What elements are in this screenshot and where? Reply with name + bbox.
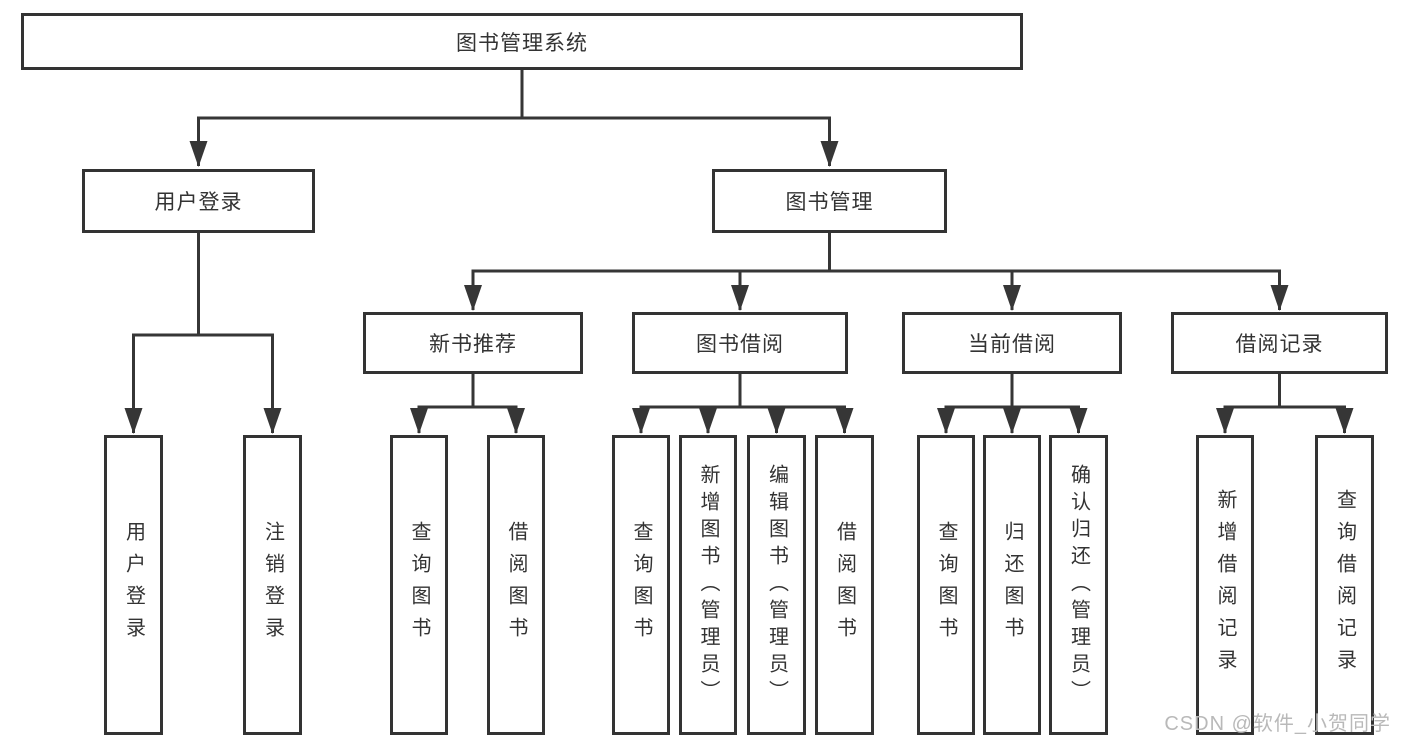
node-user-login-branch: 用户登录 (82, 169, 315, 233)
node-label: 注销登录 (261, 521, 284, 649)
connector (937, 374, 1014, 434)
node-borrow-records: 借阅记录 (1171, 312, 1388, 374)
node-label: 图书借阅 (696, 333, 784, 356)
node-label: 查询图书 (630, 521, 652, 649)
node-label: 借阅图书 (505, 521, 527, 649)
node-label: 查询图书 (408, 521, 430, 649)
node-label: 借阅记录 (1235, 333, 1324, 356)
node-label: 确认归还（管理员） (1067, 463, 1090, 707)
connector (738, 374, 786, 434)
leaf-add-books-admin: 新增图书（管理员） (679, 435, 737, 735)
connector (731, 233, 831, 311)
connector (632, 374, 742, 434)
node-book-borrow: 图书借阅 (632, 312, 848, 374)
leaf-query-books-1: 查询图书 (390, 435, 448, 735)
node-label: 借阅图书 (833, 521, 856, 649)
node-label: 图书管理系统 (456, 31, 588, 55)
node-book-management: 图书管理 (712, 169, 947, 233)
leaf-user-login: 用户登录 (104, 435, 163, 735)
node-label: 归还图书 (1001, 521, 1023, 649)
connector (197, 233, 282, 434)
node-label: 编辑图书（管理员） (765, 463, 788, 707)
node-label: 新增借阅记录 (1214, 489, 1236, 681)
leaf-edit-books-admin: 编辑图书（管理员） (747, 435, 806, 735)
connector (1278, 374, 1354, 434)
node-root: 图书管理系统 (21, 13, 1023, 70)
node-label: 用户登录 (122, 521, 145, 649)
csdn-watermark: CSDN @软件_小贺同学 (1164, 713, 1391, 735)
leaf-return-books: 归还图书 (983, 435, 1041, 735)
connector (189, 70, 524, 167)
leaf-borrow-books-2: 借阅图书 (815, 435, 874, 735)
leaf-query-books-3: 查询图书 (917, 435, 975, 735)
connector (471, 374, 525, 434)
node-label: 查询借阅记录 (1333, 489, 1356, 681)
node-new-book-recommend: 新书推荐 (363, 312, 583, 374)
leaf-confirm-return-admin: 确认归还（管理员） (1049, 435, 1108, 735)
node-label: 查询图书 (935, 521, 957, 649)
node-label: 当前借阅 (968, 333, 1056, 356)
node-label: 用户登录 (154, 191, 243, 214)
leaf-logout: 注销登录 (243, 435, 302, 735)
connector (738, 374, 854, 434)
leaf-borrow-books-1: 借阅图书 (487, 435, 545, 735)
leaf-query-borrow-record: 查询借阅记录 (1315, 435, 1374, 735)
connector (828, 233, 1289, 311)
connector (1010, 374, 1088, 434)
node-label: 图书管理 (785, 191, 874, 214)
node-current-borrow: 当前借阅 (902, 312, 1122, 374)
leaf-add-borrow-record: 新增借阅记录 (1196, 435, 1254, 735)
connector (1216, 374, 1281, 434)
connector (699, 374, 742, 434)
connector (520, 70, 839, 167)
node-label: 新增图书（管理员） (697, 463, 719, 707)
node-label: 新书推荐 (429, 333, 517, 356)
leaf-query-books-2: 查询图书 (612, 435, 670, 735)
connector (124, 233, 200, 434)
connector (410, 374, 475, 434)
